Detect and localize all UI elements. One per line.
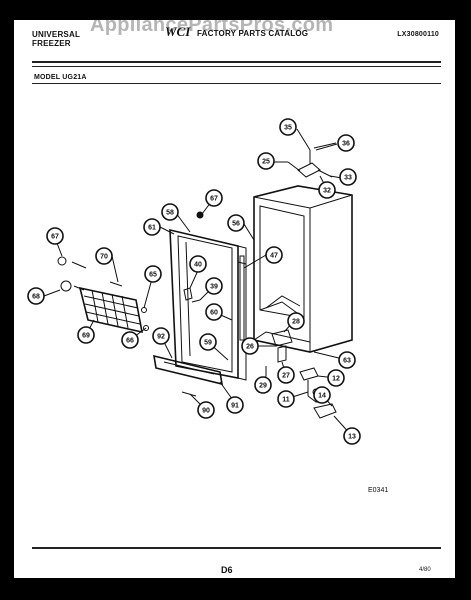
wci-logo-icon: WCI (165, 24, 191, 38)
brand-line-2: FREEZER (32, 39, 71, 48)
svg-text:61: 61 (148, 225, 156, 232)
callout-66: 66 (121, 331, 139, 349)
callout-69: 69 (77, 326, 95, 344)
svg-text:69: 69 (82, 333, 90, 340)
catalog-number: LX30800110 (397, 31, 439, 38)
revision-date: 4/80 (419, 567, 431, 573)
model-rule (32, 83, 441, 84)
callout-26: 26 (241, 337, 259, 355)
callout-60: 60 (205, 303, 223, 321)
svg-text:25: 25 (262, 159, 270, 166)
callout-36: 36 (337, 134, 355, 152)
callout-11: 11 (277, 390, 295, 408)
door (169, 228, 247, 381)
screws (141, 211, 204, 331)
callout-92: 92 (152, 327, 170, 345)
svg-text:WCI: WCI (165, 24, 191, 38)
catalog-title: FACTORY PARTS CATALOG (197, 29, 309, 38)
svg-text:14: 14 (318, 393, 326, 400)
leader-lines (43, 128, 353, 437)
svg-text:70: 70 (100, 254, 108, 261)
callout-12: 12 (327, 369, 345, 387)
callout-70: 70 (95, 247, 113, 265)
svg-text:36: 36 (342, 141, 350, 148)
svg-text:11: 11 (282, 397, 290, 404)
callout-40: 40 (189, 255, 207, 273)
callout-65: 65 (144, 265, 162, 283)
gasket (239, 255, 245, 341)
handle (183, 287, 201, 303)
callout-14: 14 (313, 386, 331, 404)
callout-56: 56 (227, 214, 245, 232)
header-rule-top (32, 61, 441, 63)
svg-text:91: 91 (231, 403, 239, 410)
svg-text:90: 90 (202, 408, 210, 415)
callout-90: 90 (197, 401, 215, 419)
bottom-hinge (265, 329, 293, 376)
svg-text:68: 68 (32, 294, 40, 301)
exploded-view-drawing: 35 36 25 33 32 67 58 56 61 47 67 70 40 6… (27, 118, 361, 445)
svg-text:92: 92 (157, 334, 165, 341)
svg-text:26: 26 (246, 344, 254, 351)
footer-rule (32, 547, 441, 549)
svg-text:27: 27 (282, 373, 290, 380)
svg-text:28: 28 (292, 319, 300, 326)
callout-63: 63 (338, 351, 356, 369)
bottom-rail (153, 354, 223, 397)
callout-39: 39 (205, 277, 223, 295)
svg-text:12: 12 (332, 376, 340, 383)
callout-33: 33 (339, 168, 357, 186)
svg-text:67: 67 (51, 234, 59, 241)
callout-67-left: 67 (46, 227, 64, 245)
svg-text:59: 59 (204, 340, 212, 347)
callout-67: 67 (205, 189, 223, 207)
cabinet (253, 185, 353, 353)
svg-text:33: 33 (344, 175, 352, 182)
callout-25: 25 (257, 152, 275, 170)
callout-61: 61 (143, 218, 161, 236)
callout-68: 68 (27, 287, 45, 305)
drawing-code: E0341 (368, 487, 389, 494)
svg-text:65: 65 (149, 272, 157, 279)
svg-text:47: 47 (270, 253, 278, 260)
svg-text:67: 67 (210, 196, 218, 203)
brand-line-1: UNIVERSAL (32, 30, 81, 39)
page-number: D6 (221, 565, 233, 575)
callout-35: 35 (279, 118, 297, 136)
svg-text:56: 56 (232, 221, 240, 228)
grille (78, 286, 144, 334)
svg-text:32: 32 (323, 188, 331, 195)
top-hinge (287, 142, 337, 178)
svg-text:29: 29 (259, 383, 267, 390)
svg-text:13: 13 (348, 434, 356, 441)
callout-58: 58 (161, 203, 179, 221)
model-label: MODEL UG21A (34, 74, 87, 81)
svg-text:60: 60 (210, 310, 218, 317)
callout-13: 13 (343, 427, 361, 445)
callout-32: 32 (318, 181, 336, 199)
svg-text:39: 39 (210, 284, 218, 291)
header-rule-bottom (32, 66, 441, 67)
svg-text:35: 35 (284, 125, 292, 132)
parts-diagram-page: AppliancePartsPros.com UNIVERSAL FREEZER… (14, 20, 455, 578)
callout-28: 28 (287, 312, 305, 330)
svg-text:63: 63 (343, 358, 351, 365)
callout-47: 47 (265, 246, 283, 264)
svg-text:40: 40 (194, 262, 202, 269)
callout-91: 91 (226, 396, 244, 414)
svg-text:66: 66 (126, 338, 134, 345)
small-parts (57, 256, 123, 292)
watermark: AppliancePartsPros.com (90, 20, 334, 36)
callout-27: 27 (277, 366, 295, 384)
callout-59: 59 (199, 333, 217, 351)
callout-29: 29 (254, 376, 272, 394)
svg-text:58: 58 (166, 210, 174, 217)
